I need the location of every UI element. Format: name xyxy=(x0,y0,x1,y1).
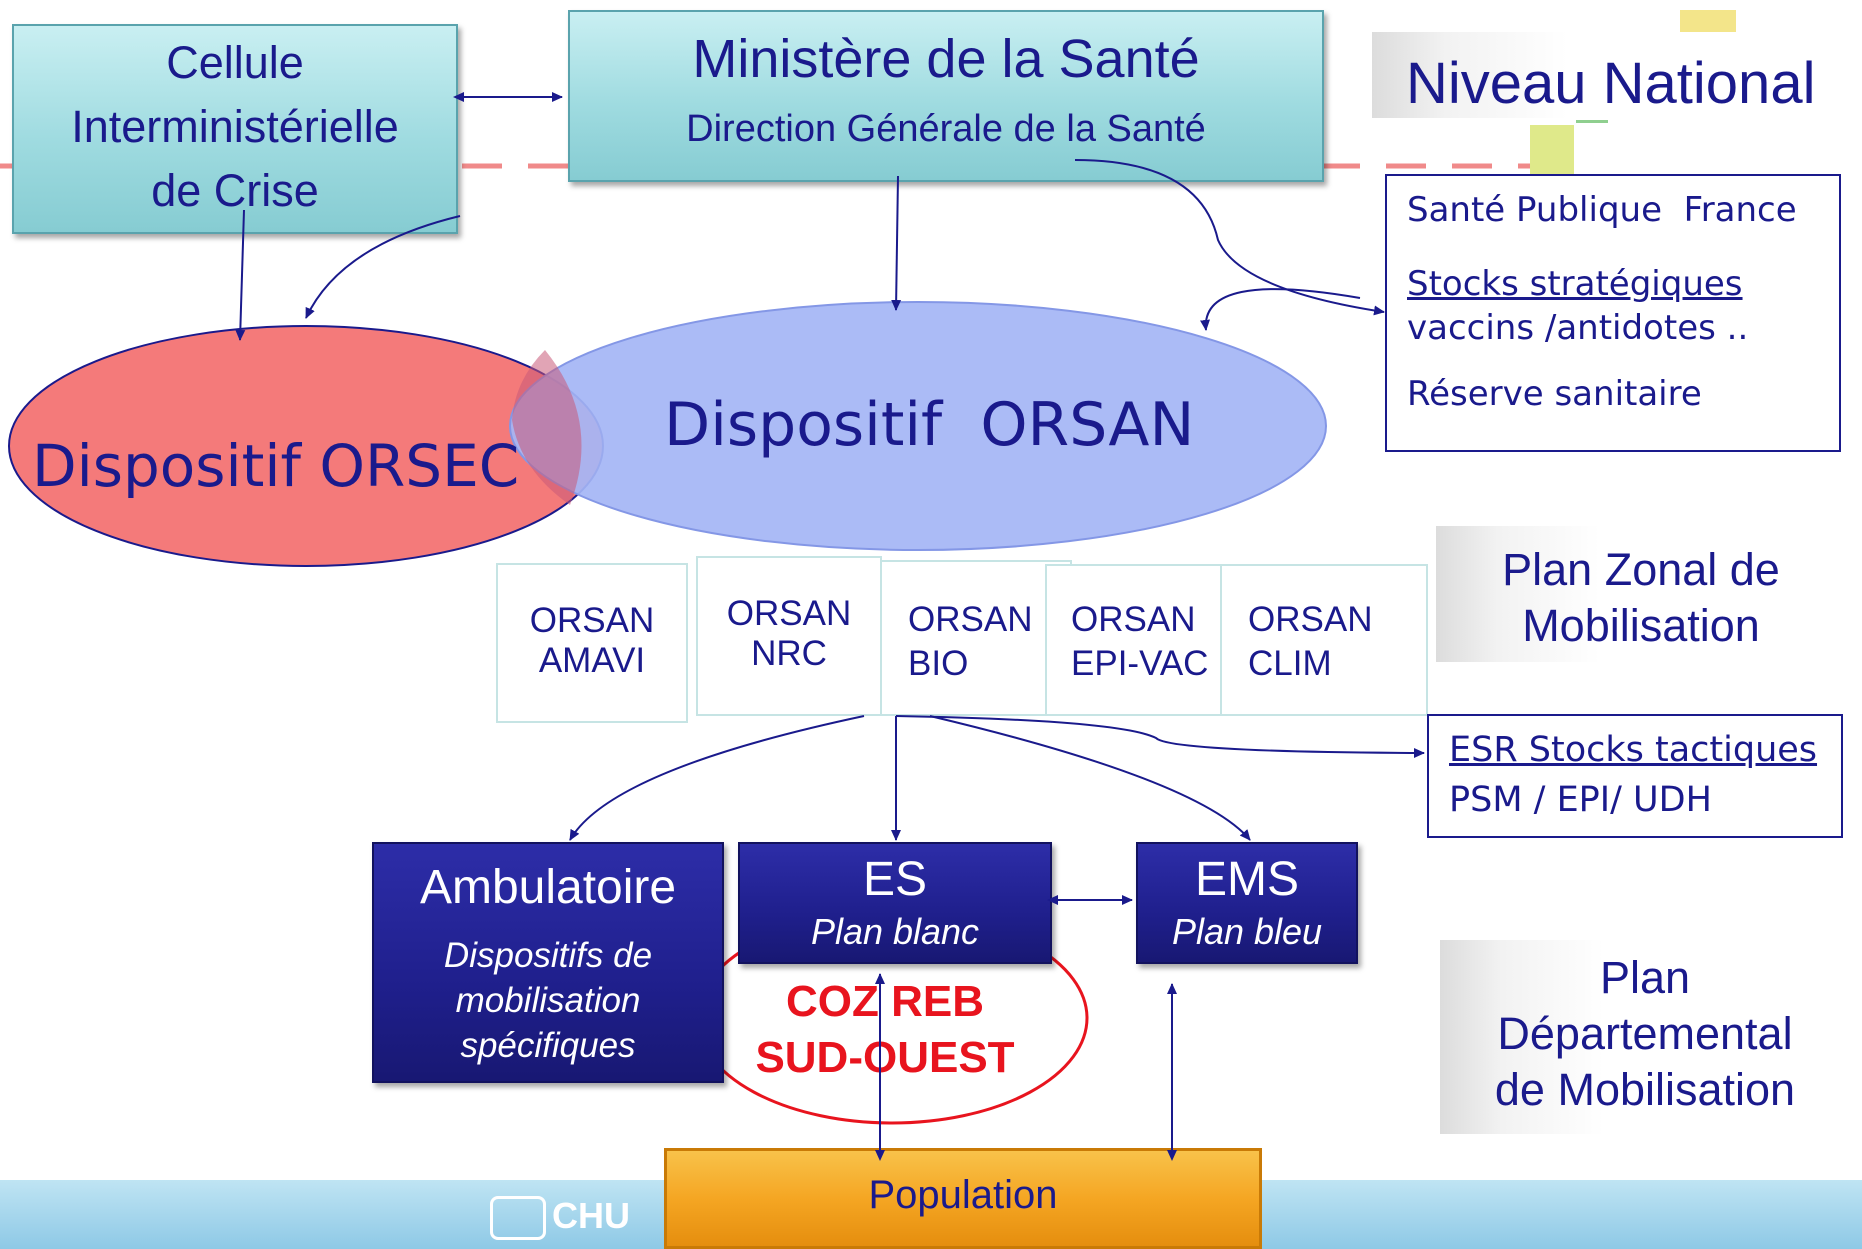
population-box: Population xyxy=(664,1148,1262,1249)
cellule-line1: Cellule xyxy=(166,37,304,88)
panel-underline-accent xyxy=(1576,120,1608,123)
orsan-clim-box: ORSAN CLIM xyxy=(1220,564,1428,716)
orsan-ellipse xyxy=(509,301,1327,551)
es-box: ES Plan blanc xyxy=(738,842,1052,964)
orsan-amavi-l2: AMAVI xyxy=(538,641,646,680)
spf-box: Santé Publique France Stocks stratégique… xyxy=(1385,174,1841,452)
decorative-yellow-block-top xyxy=(1680,10,1736,32)
chu-logo-text: CHU xyxy=(552,1195,630,1236)
spf-reserve: Réserve sanitaire xyxy=(1407,374,1702,414)
esr-box: ESR Stocks tactiques PSM / EPI/ UDH xyxy=(1427,714,1843,838)
spf-vaccins: vaccins /antidotes .. xyxy=(1407,308,1749,348)
ambulatoire-sub3: spécifiques xyxy=(460,1026,636,1065)
cellule-line3: de Crise xyxy=(151,165,319,216)
orsan-clim-l2: CLIM xyxy=(1248,644,1332,683)
orsan-clim-l1: ORSAN xyxy=(1248,600,1373,639)
orsan-bio-box: ORSAN BIO xyxy=(880,560,1072,716)
es-sub: Plan blanc xyxy=(810,911,980,952)
ems-title: EMS xyxy=(1194,853,1299,906)
ministere-subtitle: Direction Générale de la Santé xyxy=(686,108,1206,150)
cozreb-line2: SUD-OUEST xyxy=(755,1033,1015,1082)
plan-dep-line1: Plan xyxy=(1599,952,1691,1003)
plan-zonal-line2: Mobilisation xyxy=(1522,600,1760,651)
orsan-nrc-box: ORSAN NRC xyxy=(696,556,882,716)
esr-stocks-link[interactable]: ESR Stocks tactiques xyxy=(1449,730,1818,770)
orsan-amavi-box: ORSAN AMAVI xyxy=(496,563,688,723)
niveau-national-label: Niveau National xyxy=(1406,51,1816,116)
plan-zonal-panel: Plan Zonal de Mobilisation xyxy=(1436,526,1846,662)
esr-psm: PSM / EPI/ UDH xyxy=(1449,780,1712,820)
plan-departemental-panel: Plan Départemental de Mobilisation xyxy=(1440,940,1850,1134)
chu-logo: CHU xyxy=(490,1195,660,1249)
orsec-orsan-overlap xyxy=(512,350,582,505)
plan-zonal-line1: Plan Zonal de xyxy=(1502,544,1780,595)
cozreb-label: COZ REB SUD-OUEST xyxy=(740,974,1030,1086)
ems-box: EMS Plan bleu xyxy=(1136,842,1358,964)
orsec-label: Dispositif ORSEC xyxy=(32,432,520,500)
ambulatoire-title: Ambulatoire xyxy=(419,861,677,914)
plan-dep-line3: de Mobilisation xyxy=(1494,1064,1796,1115)
ems-sub: Plan bleu xyxy=(1171,911,1323,952)
cellule-box: Cellule Interministérielle de Crise xyxy=(12,24,458,234)
orsan-epivac-l1: ORSAN xyxy=(1071,600,1196,639)
ambulatoire-sub2: mobilisation xyxy=(455,981,641,1020)
chu-logo-icon xyxy=(490,1196,546,1241)
population-label: Population xyxy=(868,1173,1058,1217)
cozreb-line1: COZ REB xyxy=(786,977,984,1026)
spf-title: Santé Publique France xyxy=(1407,190,1797,230)
orsan-nrc-l1: ORSAN xyxy=(726,594,852,633)
ambulatoire-box: Ambulatoire Dispositifs de mobilisation … xyxy=(372,842,724,1083)
cellule-line2: Interministérielle xyxy=(71,101,399,152)
orsan-amavi-l1: ORSAN xyxy=(529,601,655,640)
decorative-yellow-block xyxy=(1530,125,1574,180)
orsan-bio-l1: ORSAN xyxy=(908,600,1033,639)
es-title: ES xyxy=(862,853,928,906)
ministere-box: Ministère de la Santé Direction Générale… xyxy=(568,10,1324,182)
niveau-national-panel: Niveau National xyxy=(1372,32,1862,118)
plan-dep-line2: Départemental xyxy=(1497,1008,1793,1059)
orsan-epivac-box: ORSAN EPI-VAC xyxy=(1045,564,1227,716)
orsan-epivac-l2: EPI-VAC xyxy=(1071,644,1209,683)
ambulatoire-sub1: Dispositifs de xyxy=(443,936,653,975)
spf-stocks-link[interactable]: Stocks stratégiques xyxy=(1407,264,1743,304)
orsan-nrc-l2: NRC xyxy=(751,634,827,673)
orsan-bio-l2: BIO xyxy=(908,644,969,683)
orsan-label: Dispositif ORSAN xyxy=(664,390,1195,460)
ministere-title: Ministère de la Santé xyxy=(692,29,1200,89)
